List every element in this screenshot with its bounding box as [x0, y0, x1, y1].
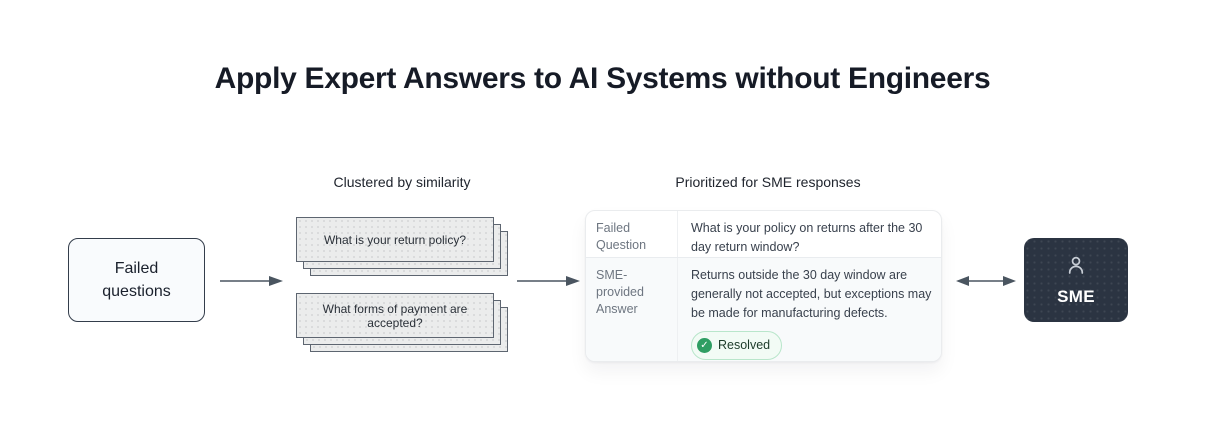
sme-box: SME: [1024, 238, 1128, 322]
question-card: What is your return policy?: [296, 217, 494, 262]
arrow-right-icon: [516, 273, 580, 289]
question-card-stack: What is your return policy?: [296, 217, 508, 276]
arrow-right-icon: [219, 273, 283, 289]
question-card-text: What is your return policy?: [323, 232, 467, 247]
failed-questions-label: Failed questions: [102, 259, 171, 300]
cluster-section-label: Clustered by similarity: [333, 174, 471, 190]
question-card: What forms of payment are accepted?: [296, 293, 494, 338]
row-header: Failed Question: [586, 211, 678, 257]
check-circle-icon: ✓: [697, 338, 712, 354]
sme-review-card: Failed Question What is your policy on r…: [585, 210, 942, 362]
row-content: Returns outside the 30 day window are ge…: [678, 258, 941, 361]
status-badge: ✓ Resolved: [691, 331, 783, 360]
row-content: What is your policy on returns after the…: [691, 221, 923, 254]
review-section-label: Prioritized for SME responses: [675, 174, 861, 190]
failed-questions-box: Failed questions: [68, 238, 205, 322]
table-row: SME-provided Answer Returns outside the …: [586, 258, 941, 361]
sme-label: SME: [1057, 287, 1095, 306]
arrow-left-right-icon: [956, 273, 1016, 289]
page-title: Apply Expert Answers to AI Systems witho…: [214, 62, 991, 95]
person-icon: [1063, 253, 1089, 284]
question-card-stack: What forms of payment are accepted?: [296, 293, 508, 352]
status-badge-label: Resolved: [718, 338, 771, 353]
row-header: SME-provided Answer: [586, 258, 678, 361]
answer-text: Returns outside the 30 day window are ge…: [691, 268, 932, 320]
table-row: Failed Question What is your policy on r…: [586, 211, 941, 258]
question-card-text: What forms of payment are accepted?: [322, 301, 468, 330]
